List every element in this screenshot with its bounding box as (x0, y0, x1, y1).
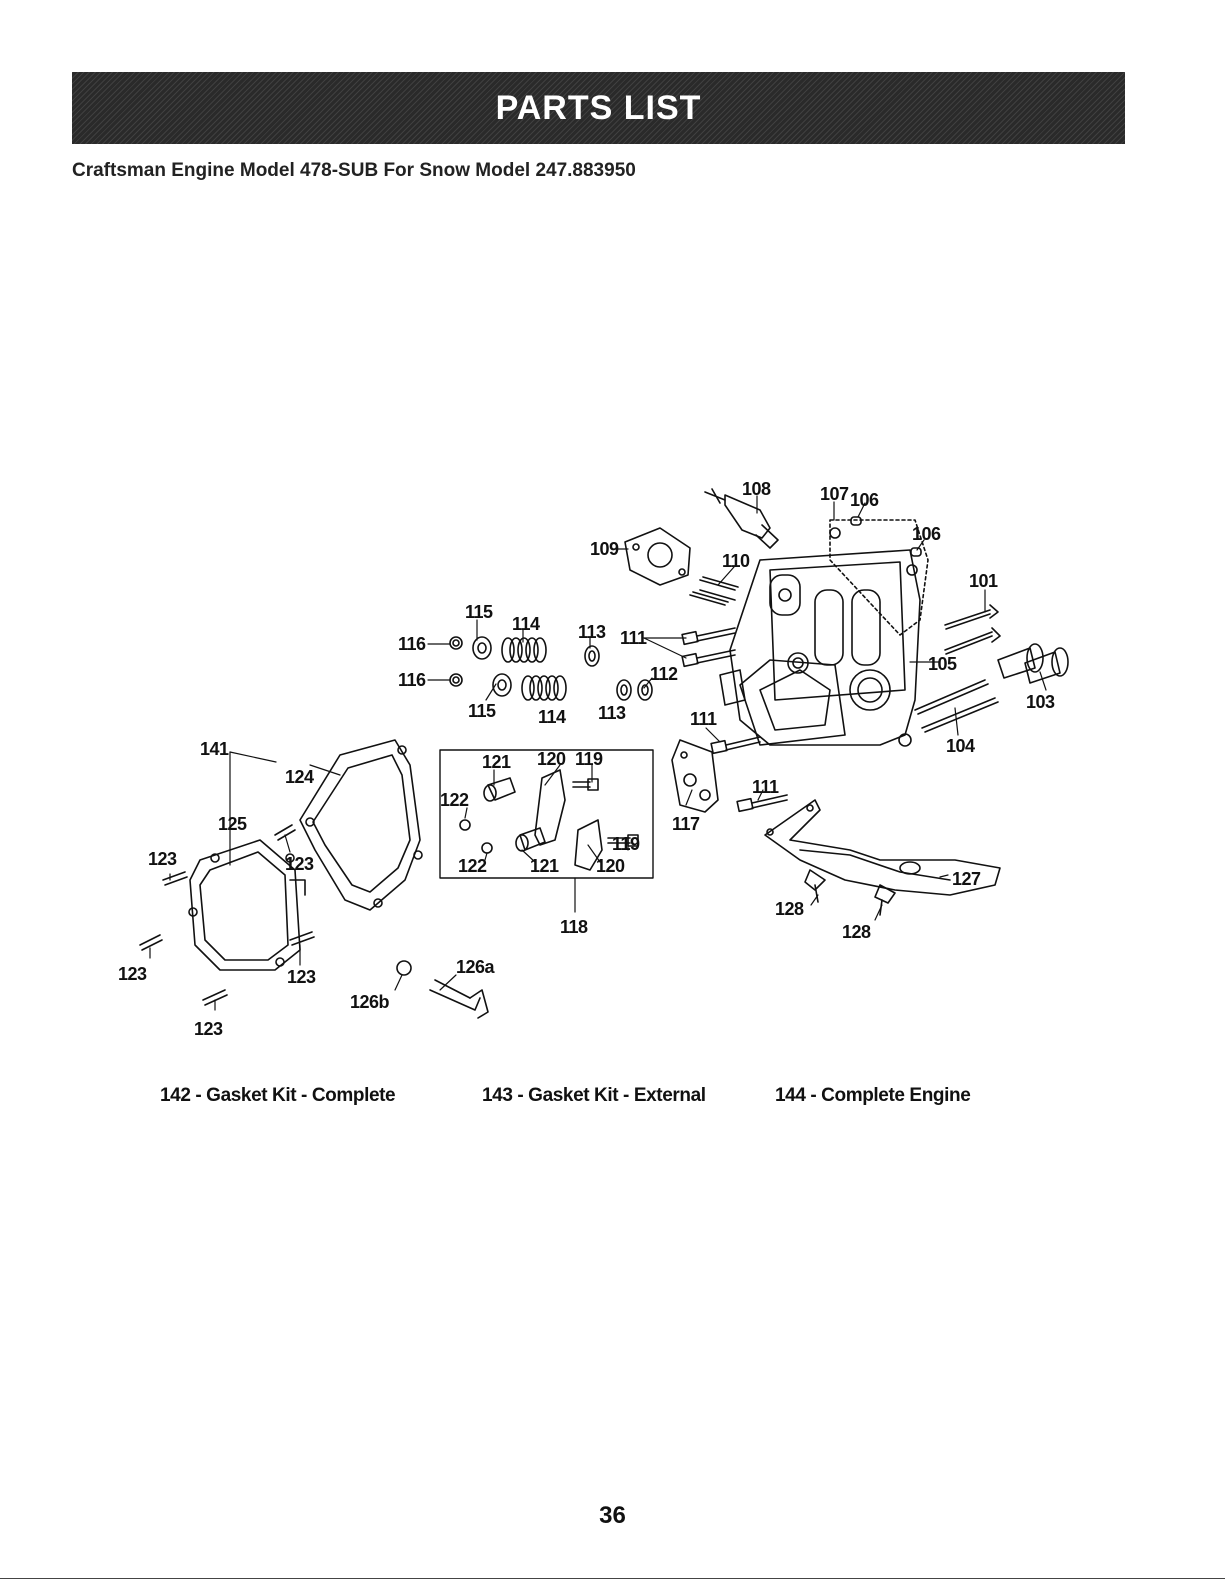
dowel-pin (850, 516, 862, 526)
callout-114: 114 (512, 614, 540, 634)
subtitle: Craftsman Engine Model 478-SUB For Snow … (72, 160, 636, 181)
callout-115: 115 (468, 701, 496, 721)
callout-124: 124 (285, 767, 314, 787)
spark-plug (704, 488, 779, 549)
callout-119: 119 (612, 834, 640, 854)
head-gasket (829, 519, 929, 636)
callout-113: 113 (578, 622, 606, 642)
callout-120: 120 (537, 749, 566, 769)
callout-108: 108 (742, 479, 771, 499)
callout-120: 120 (596, 856, 625, 876)
breather-hose (396, 960, 489, 1019)
cover-bolts (139, 824, 315, 1006)
callout-123: 123 (287, 967, 316, 987)
kit-complete-engine: 144 - Complete Engine (775, 1085, 971, 1106)
pivot-nuts (459, 819, 493, 854)
valve-seals (584, 645, 653, 701)
rocker-arm-kit-box (439, 749, 654, 879)
pivots (483, 777, 546, 852)
callout-123: 123 (194, 1019, 223, 1039)
callout-103: 103 (1026, 692, 1055, 712)
deflector-plate (764, 799, 1001, 896)
callout-117: 117 (672, 814, 700, 834)
callout-118: 118 (560, 917, 588, 937)
page-title: PARTS LIST (495, 88, 702, 127)
callout-125: 125 (218, 814, 247, 834)
callout-111: 111 (620, 628, 647, 648)
callout-111: 111 (690, 709, 717, 729)
cover-gasket (299, 739, 423, 911)
deflector-bolts (804, 869, 896, 916)
header-banner: PARTS LIST (72, 72, 1125, 144)
dowel-pin (910, 547, 922, 557)
bottom-rule (0, 1578, 1225, 1579)
callout-119: 119 (575, 749, 603, 769)
kit-gasket-external: 143 - Gasket Kit - External (482, 1085, 706, 1106)
valve-lifters (997, 643, 1069, 684)
callout-114: 114 (538, 707, 566, 727)
callout-101: 101 (969, 571, 998, 591)
callout-113: 113 (598, 703, 626, 723)
callout-112: 112 (650, 664, 678, 684)
callout-104: 104 (946, 736, 975, 756)
pivot-bolts (572, 778, 639, 847)
callout-121: 121 (530, 856, 559, 876)
intake-gasket (624, 527, 691, 586)
callout-106: 106 (912, 524, 941, 544)
callout-128: 128 (775, 899, 804, 919)
callout-122: 122 (458, 856, 487, 876)
callout-111: 111 (752, 777, 779, 797)
callout-115: 115 (465, 602, 493, 622)
valve-keepers (449, 636, 463, 687)
callout-107: 107 (820, 484, 849, 504)
page-number: 36 (599, 1502, 626, 1529)
callout-123: 123 (118, 964, 147, 984)
callout-122: 122 (440, 790, 469, 810)
rocker-arms (534, 769, 603, 871)
callout-126b: 126b (350, 992, 390, 1012)
callout-141: 141 (200, 739, 229, 759)
kit-gasket-complete: 142 - Gasket Kit - Complete (160, 1085, 396, 1106)
callout-126a: 126a (456, 957, 496, 977)
valve-cover (188, 839, 306, 971)
callout-123: 123 (148, 849, 177, 869)
valve-springs (501, 637, 567, 701)
valves (944, 604, 1001, 655)
callout-123: 123 (285, 854, 314, 874)
spring-retainers (472, 636, 512, 697)
callout-116: 116 (398, 670, 426, 690)
callout-106: 106 (850, 490, 879, 510)
callout-128: 128 (842, 922, 871, 942)
callout-109: 109 (590, 539, 619, 559)
callout-116: 116 (398, 634, 426, 654)
breather-plate (671, 739, 719, 813)
callout-105: 105 (928, 654, 957, 674)
callout-127: 127 (952, 869, 981, 889)
cylinder-head (719, 549, 921, 747)
callout-121: 121 (482, 752, 511, 772)
head-bolts (681, 627, 788, 813)
callout-110: 110 (722, 551, 750, 571)
